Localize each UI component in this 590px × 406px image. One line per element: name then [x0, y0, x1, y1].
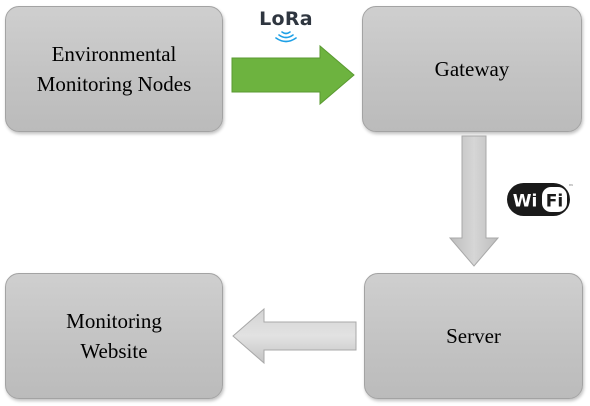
server-to-website-arrow: [232, 307, 357, 365]
lora-arrow: [231, 44, 355, 106]
lora-logo-text: LoRa: [259, 8, 313, 30]
wifi-arrow: [448, 135, 500, 267]
gateway-label: Gateway: [434, 57, 510, 81]
environmental-monitoring-nodes-box: Environmental Monitoring Nodes: [5, 6, 223, 132]
wifi-trademark: ™: [569, 184, 574, 190]
monitoring-website-label: Monitoring Website: [66, 309, 162, 363]
server-box: Server: [364, 273, 583, 399]
lora-signal-icon: [275, 31, 297, 43]
server-label: Server: [446, 324, 501, 348]
lora-logo: LoRa: [252, 8, 320, 44]
environmental-monitoring-nodes-label: Environmental Monitoring Nodes: [36, 42, 192, 96]
wifi-logo: Wi Fi ™: [507, 183, 574, 216]
gateway-box: Gateway: [362, 6, 582, 132]
wifi-logo-text-left: Wi: [513, 192, 538, 212]
monitoring-website-box: Monitoring Website: [5, 273, 223, 399]
wifi-logo-text-right: Fi: [546, 192, 563, 212]
